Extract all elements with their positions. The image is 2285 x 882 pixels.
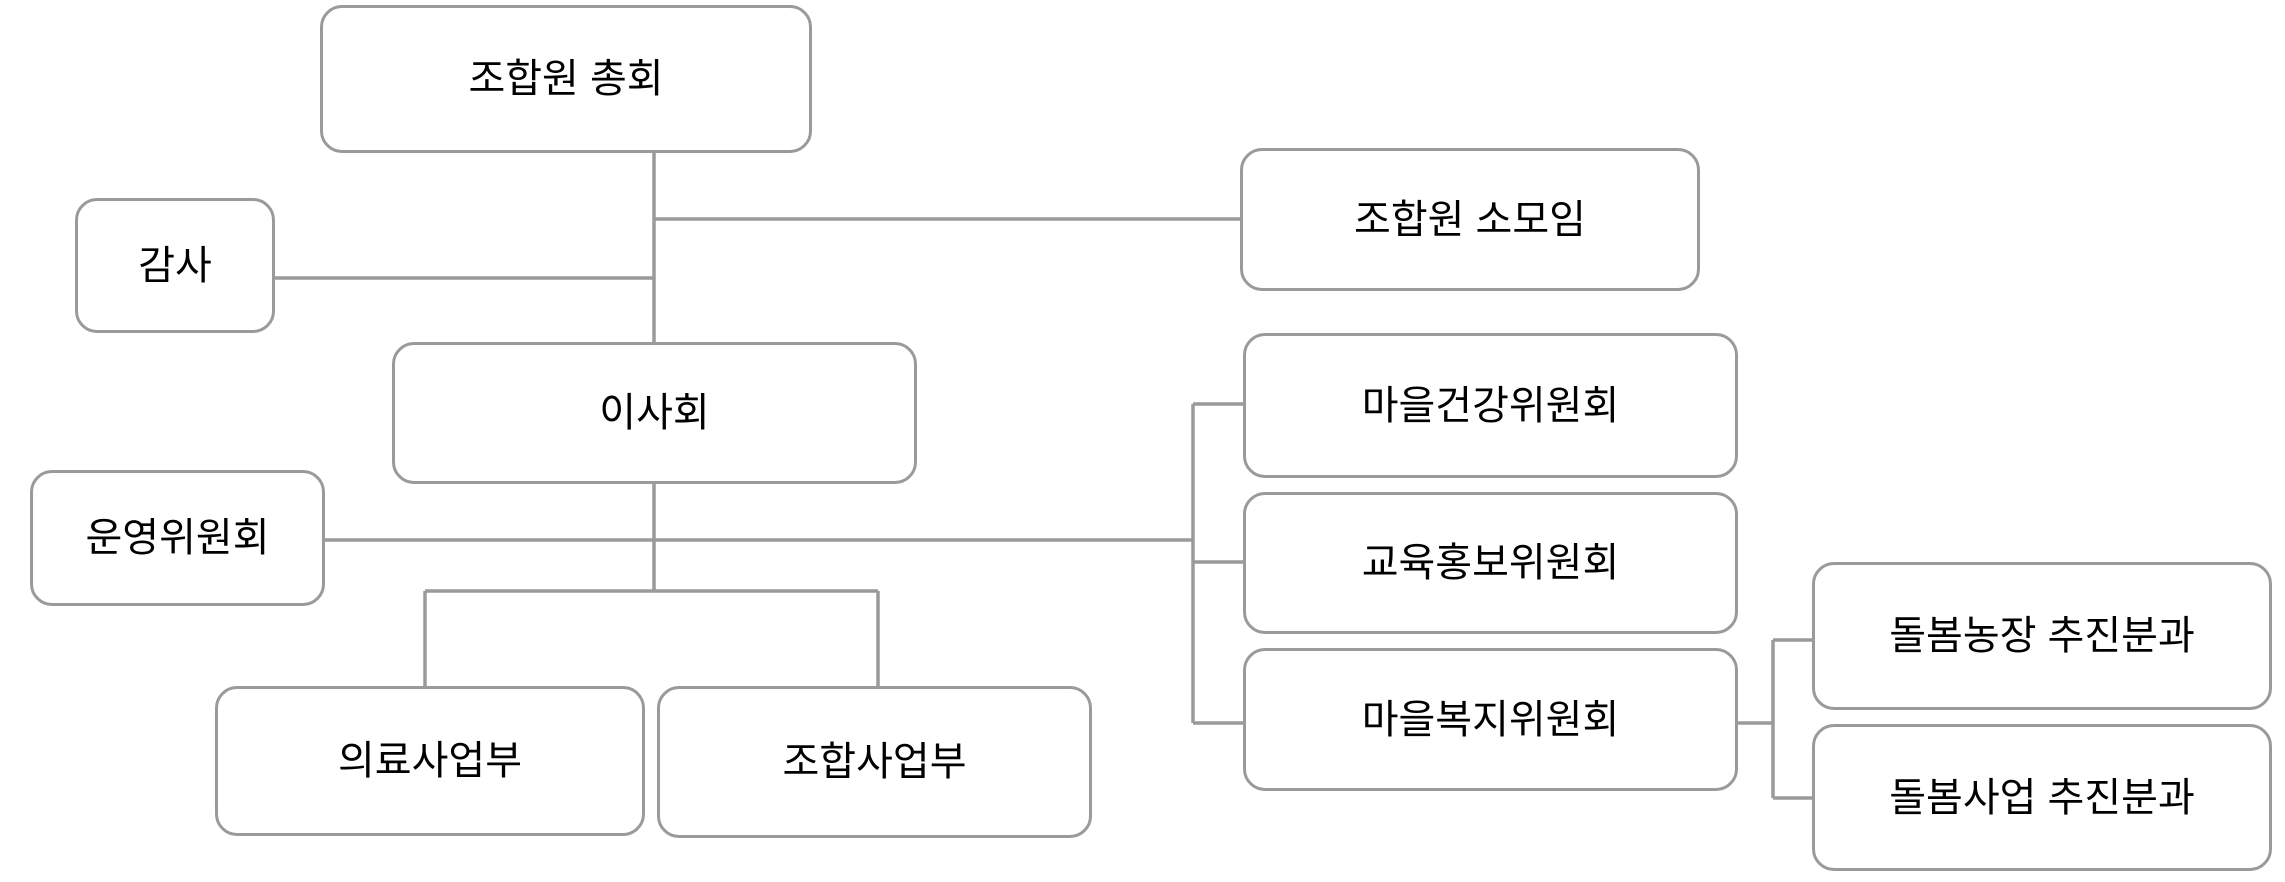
node-care-business-subcommittee[interactable]: 돌봄사업 추진분과 [1812,724,2272,871]
node-education-pr-committee[interactable]: 교육홍보위원회 [1243,492,1738,634]
node-care-farm-subcommittee[interactable]: 돌봄농장 추진분과 [1812,562,2272,710]
node-label-auditor: 감사 [138,243,212,288]
node-label-member-club: 조합원 소모임 [1354,197,1586,242]
node-label-board-of-directors: 이사회 [599,391,710,435]
node-label-coop-business-dept: 조합사업부 [782,740,967,784]
node-steering-committee[interactable]: 운영위원회 [30,470,325,606]
node-label-care-business-subcommittee: 돌봄사업 추진분과 [1889,775,2195,820]
node-label-steering-committee: 운영위원회 [85,516,270,560]
node-coop-business-dept[interactable]: 조합사업부 [657,686,1092,838]
node-label-medical-business-dept: 의료사업부 [338,739,522,783]
node-board-of-directors[interactable]: 이사회 [392,342,917,484]
node-member-club[interactable]: 조합원 소모임 [1240,148,1700,291]
node-general-assembly[interactable]: 조합원 총회 [320,5,812,153]
node-label-village-welfare-committee: 마을복지위원회 [1361,697,1620,742]
node-village-welfare-committee[interactable]: 마을복지위원회 [1243,648,1738,791]
node-medical-business-dept[interactable]: 의료사업부 [215,686,645,836]
node-label-care-farm-subcommittee: 돌봄농장 추진분과 [1889,614,2195,658]
node-village-health-committee[interactable]: 마을건강위원회 [1243,333,1738,478]
node-label-general-assembly: 조합원 총회 [468,57,664,101]
node-label-village-health-committee: 마을건강위원회 [1361,383,1620,428]
node-auditor[interactable]: 감사 [75,198,275,333]
node-label-education-pr-committee: 교육홍보위원회 [1361,541,1620,585]
